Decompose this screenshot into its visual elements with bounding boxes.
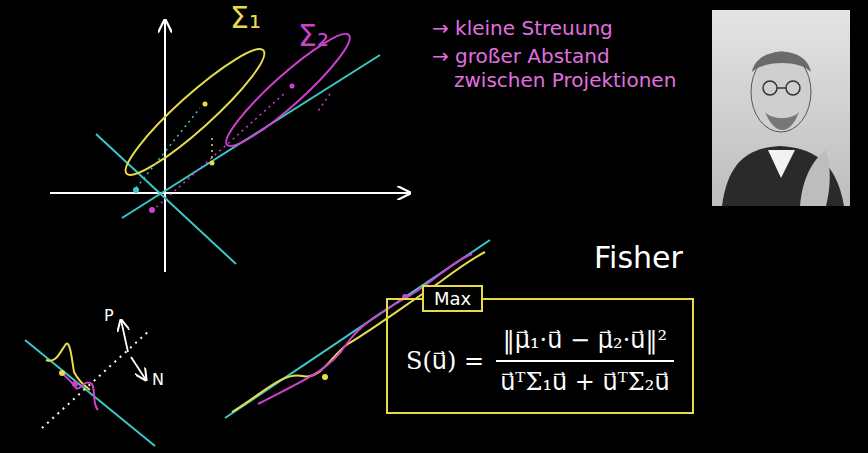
mean-dot xyxy=(322,374,328,380)
projection-dot xyxy=(133,187,139,193)
axis-letter: P xyxy=(104,306,114,325)
class-ellipse xyxy=(217,24,359,156)
projection-line xyxy=(25,340,155,446)
projection-dash xyxy=(211,138,213,160)
mean-dot xyxy=(72,381,78,387)
density-curve xyxy=(232,252,485,412)
mean-dot xyxy=(203,102,208,107)
formula-lhs: S(u⃗) = xyxy=(406,347,484,375)
author-name: Fisher xyxy=(594,240,683,276)
direction-arrow xyxy=(131,357,146,380)
projection-line xyxy=(225,240,490,418)
covariance-label: Σ₂ xyxy=(298,18,329,54)
decision-line xyxy=(42,330,150,428)
mean-dot xyxy=(59,370,65,376)
projection-dot xyxy=(149,207,155,213)
axis-letter: N xyxy=(152,370,164,389)
projection-dash xyxy=(152,92,286,211)
projection-dash xyxy=(318,94,330,111)
class-ellipse xyxy=(115,38,274,186)
direction-arrow xyxy=(121,320,128,352)
density-curve xyxy=(46,343,90,390)
covariance-label: Σ₁ xyxy=(230,0,261,36)
formula-box: MaxS(u⃗) =‖μ⃗₁·u⃗ − μ⃗₂·u⃗‖²u⃗ᵀΣ₁u⃗ + u⃗… xyxy=(386,298,694,414)
x-axis xyxy=(50,192,410,194)
mean-dot xyxy=(290,84,295,89)
density-curve xyxy=(258,254,472,404)
note-text: → großer Abstand zwischen Projektionen xyxy=(432,44,704,92)
portrait-photo xyxy=(712,10,850,206)
fraction: ‖μ⃗₁·u⃗ − μ⃗₂·u⃗‖²u⃗ᵀΣ₁u⃗ + u⃗ᵀΣ₂u⃗ xyxy=(496,326,674,396)
denominator: u⃗ᵀΣ₁u⃗ + u⃗ᵀΣ₂u⃗ xyxy=(496,360,674,396)
y-axis xyxy=(164,20,166,272)
projection-dot xyxy=(210,161,215,166)
note-text: → kleine Streuung xyxy=(432,16,613,40)
formula-row: S(u⃗) = ‖μ⃗₁·u⃗ − μ⃗₂·u⃗‖²u⃗ᵀΣ₁u⃗ + u⃗ᵀΣ₂… xyxy=(406,326,674,396)
max-tab: Max xyxy=(422,285,483,312)
projection-dash xyxy=(136,108,200,188)
numerator: ‖μ⃗₁·u⃗ − μ⃗₂·u⃗‖² xyxy=(499,326,671,360)
density-curve xyxy=(60,372,98,410)
